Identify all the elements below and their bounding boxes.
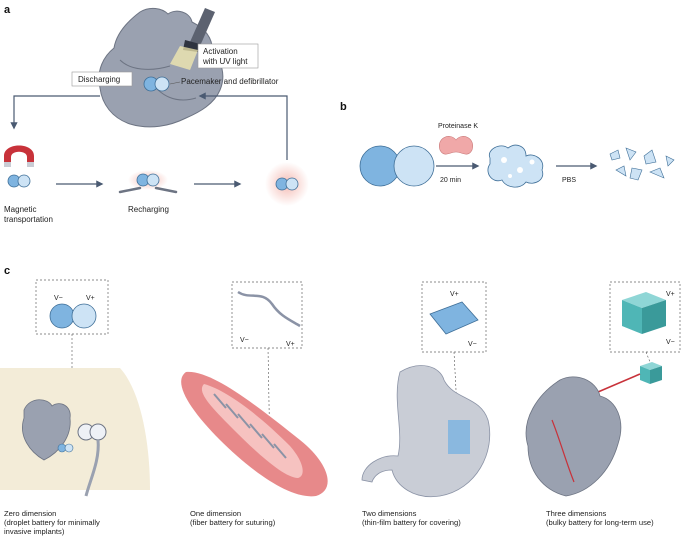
one-vplus: V+	[286, 341, 295, 348]
stomach-illustration	[361, 365, 491, 498]
activation-label-box	[197, 43, 259, 69]
three-inset-box	[609, 281, 681, 353]
pacemaker-label: Pacemaker and defibrillator	[181, 77, 279, 86]
three-caption-title: Three dimensions	[546, 509, 607, 518]
degrading-battery	[487, 144, 544, 188]
one-caption-title: One dimension	[190, 509, 241, 518]
thin-film-on-stomach	[448, 420, 470, 454]
fragments	[609, 147, 675, 181]
time-label: 20 min	[440, 177, 461, 184]
discharge-arrow	[10, 95, 100, 130]
panel-letter-c: c	[4, 265, 10, 277]
activation-label-line1: Activation	[203, 47, 238, 56]
pacemaker-device-c0	[77, 423, 107, 497]
droplet-battery-heart	[143, 76, 170, 92]
activation-label-line2: with UV light	[202, 57, 248, 66]
pbs-label: PBS	[562, 177, 576, 184]
two-vminus: V−	[468, 341, 477, 348]
proteinase-icon	[438, 136, 474, 155]
recharging-label: Recharging	[128, 205, 169, 214]
zero-caption-title: Zero dimension	[4, 509, 56, 518]
three-vminus: V−	[666, 339, 675, 346]
wound-inner	[201, 384, 303, 478]
zero-inset-box	[35, 279, 109, 335]
zero-droplet-battery-small	[57, 443, 74, 453]
two-caption-line2: (thin-film battery for covering)	[362, 518, 461, 527]
discharging-label: Discharging	[78, 75, 120, 84]
three-caption-line2: (bulky battery for long-term use)	[546, 518, 654, 527]
fiber-battery	[237, 290, 301, 328]
chest-skin	[0, 368, 150, 490]
one-caption-line2: (fiber battery for suturing)	[190, 518, 276, 527]
three-vplus: V+	[666, 291, 675, 298]
panel-letter-a: a	[4, 4, 11, 16]
panel-letter-b: b	[340, 101, 347, 113]
uv-flashlight-icon	[170, 8, 215, 70]
droplet-battery-large	[359, 145, 435, 187]
two-caption-title: Two dimensions	[362, 509, 417, 518]
heart-illustration-c3	[525, 376, 622, 497]
small-cube-implant	[640, 362, 662, 384]
zero-inset-battery	[49, 303, 97, 329]
zero-vminus: V−	[54, 295, 63, 302]
zero-caption-line2: (droplet battery for minimally	[4, 518, 100, 527]
zero-caption-line3: invasive implants)	[4, 527, 65, 536]
discharging-label-box	[71, 71, 133, 87]
recharging-battery	[118, 170, 178, 194]
heart-illustration-c0	[22, 399, 71, 461]
suture-fibers	[213, 393, 287, 459]
proteinase-label: Proteinase K	[438, 123, 478, 130]
thin-film-battery	[429, 301, 479, 335]
charged-battery	[265, 162, 309, 206]
two-vplus: V+	[450, 291, 459, 298]
zero-vplus: V+	[86, 295, 95, 302]
magnet-icon	[4, 145, 34, 167]
droplet-battery-magnet	[7, 174, 31, 188]
magnetic-label-line2: transportation	[4, 215, 53, 224]
one-vminus: V−	[240, 337, 249, 344]
magnetic-label-line1: Magnetic	[4, 205, 36, 214]
return-arrow	[198, 92, 288, 160]
bulky-battery-cube	[622, 292, 666, 334]
